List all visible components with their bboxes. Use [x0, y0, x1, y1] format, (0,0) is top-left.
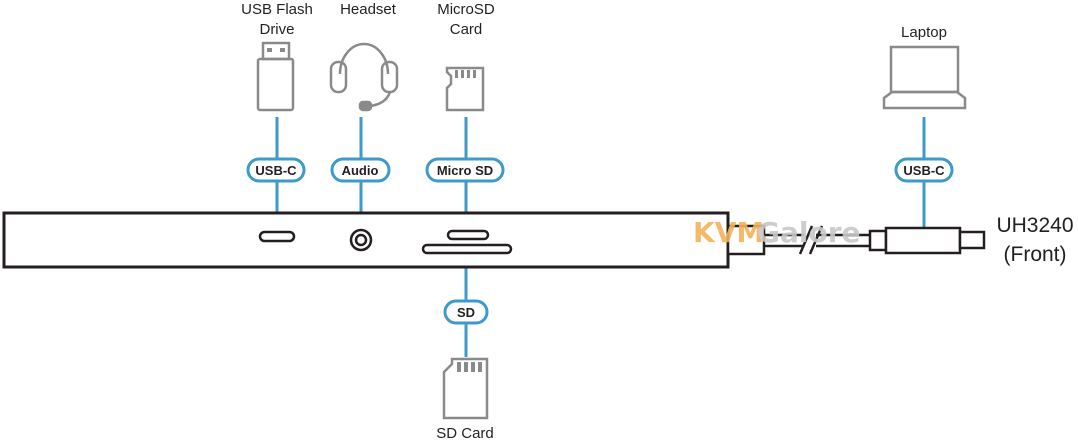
cable-usb-c-plug [958, 230, 986, 250]
laptop-label: Laptop [901, 24, 947, 41]
audio-tag: Audio [330, 157, 391, 183]
microsd-card-icon [445, 66, 485, 112]
usb-flash-drive-label-line2: Drive [259, 21, 294, 38]
microsd-card-label-line2: Card [450, 21, 483, 38]
audio-tag-label: Audio [342, 163, 379, 178]
usb-c-cable [726, 224, 986, 256]
microsd-slot [446, 229, 490, 241]
micro-sd-tag: Micro SD [425, 157, 505, 183]
headset-icon [329, 42, 399, 112]
cable-strain-relief [726, 224, 766, 256]
usb-c-host-tag: USB-C [894, 157, 954, 183]
usb-flash-drive-icon [256, 41, 295, 112]
usb-c-host-tag-label: USB-C [903, 163, 945, 178]
cable-break-mark [808, 225, 824, 255]
laptop-icon [882, 45, 967, 110]
sd-tag-label: SD [457, 305, 475, 320]
device-name: UH3240 [996, 214, 1073, 237]
sd-slot [421, 243, 513, 255]
sd-tag: SD [443, 299, 489, 325]
sd-card-label: SD Card [436, 425, 494, 441]
headset-label: Headset [340, 1, 397, 18]
sd-card-icon [442, 357, 489, 420]
usb-c-tag: USB-C [246, 157, 306, 183]
watermark-part2: Galore [757, 216, 861, 249]
watermark-part1: KVM [693, 216, 764, 249]
usb-c-tag-label: USB-C [255, 163, 297, 178]
micro-sd-tag-label: Micro SD [437, 163, 493, 178]
audio-jack-port [349, 228, 373, 252]
cable-break-mark [798, 225, 814, 255]
usb-c-port [258, 230, 296, 243]
device-side: (Front) [1004, 243, 1067, 266]
kvmgalore-watermark: KVM Galore [693, 216, 861, 249]
microsd-card-label-line1: MicroSD [437, 1, 495, 18]
usb-flash-drive-label-line1: USB Flash [241, 1, 313, 18]
cable-connector-head [884, 226, 962, 255]
